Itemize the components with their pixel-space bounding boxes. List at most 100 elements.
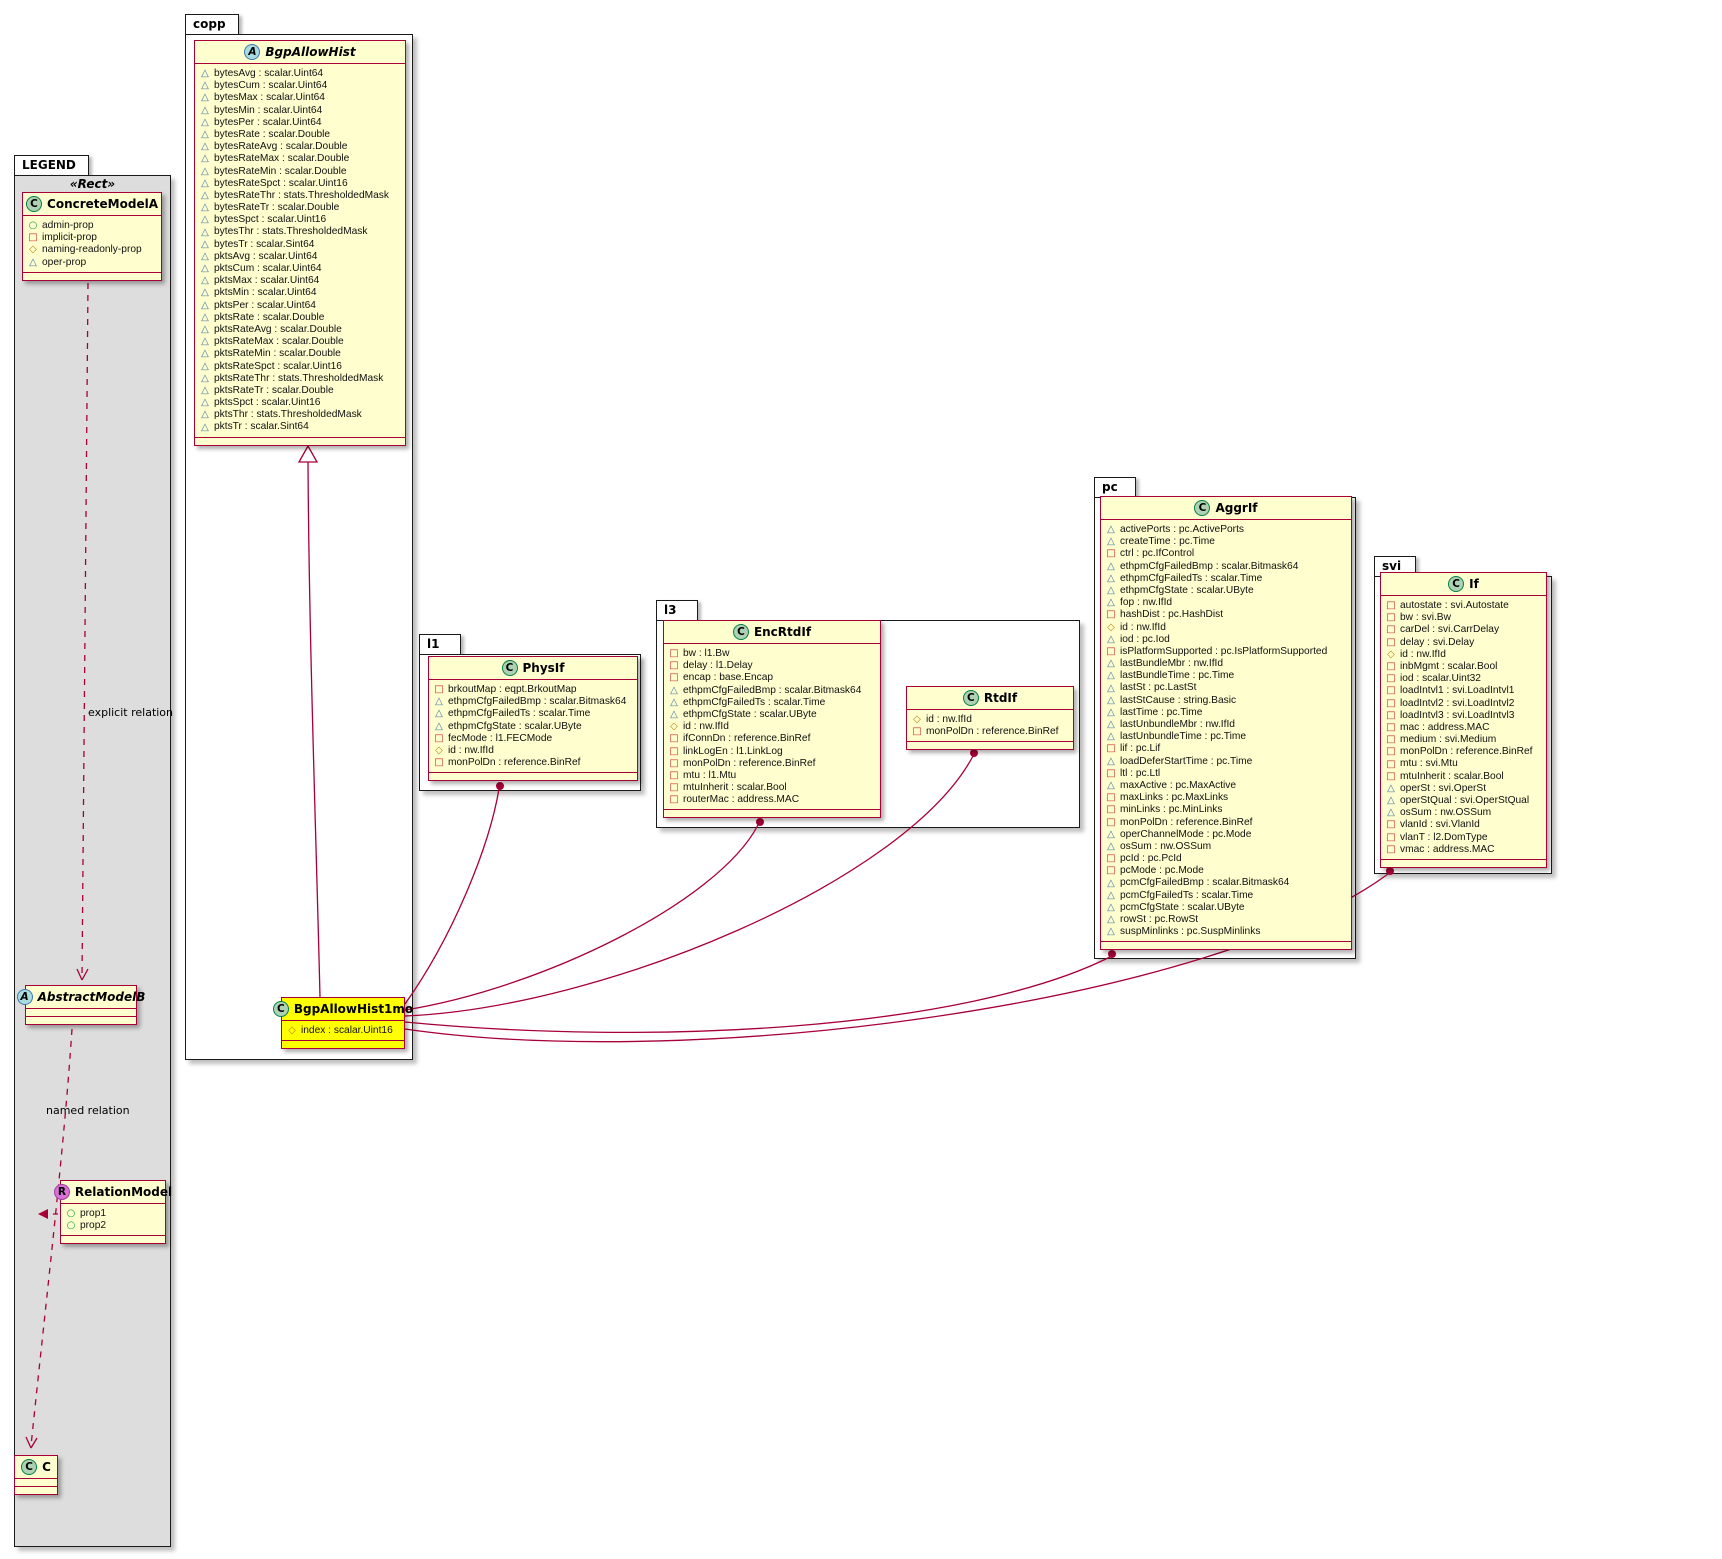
implicit-square-icon: □ [1106,792,1116,804]
member-text: loadDeferStartTime : pc.Time [1120,755,1253,767]
class-box-physif: C PhysIf □brkoutMap : eqpt.BrkoutMap△eth… [428,656,638,782]
class-member: □delay : svi.Delay [1385,637,1542,649]
class-member: △bytesCum : scalar.Uint64 [199,80,401,92]
member-text: autostate : svi.Autostate [1400,600,1509,611]
class-header: C AggrIf [1101,497,1351,520]
oper-triangle-icon: △ [1107,877,1115,889]
member-text: ethpmCfgFailedBmp : scalar.Bitmask64 [683,684,862,696]
class-header: C EncRtdIf [664,621,880,644]
naming-diamond-icon: ◇ [1107,621,1115,633]
member-text: prop1 [80,1208,107,1219]
class-spot-icon: R [53,1184,70,1200]
member-text: bytesMin : scalar.Uint64 [214,104,323,116]
oper-triangle-icon: △ [201,141,209,153]
class-member: △lastStCause : string.Basic [1105,695,1347,707]
class-member: △pcmCfgState : scalar.UByte [1105,902,1347,914]
class-member: □fecMode : l1.FECMode [433,733,633,745]
oper-triangle-icon: △ [201,348,209,360]
class-member: △ethpmCfgFailedTs : scalar.Time [668,697,876,709]
implicit-square-icon: □ [1386,709,1396,721]
class-member: △bytesRateThr : stats.ThresholdedMask [199,190,401,202]
oper-triangle-icon: △ [201,165,209,177]
implicit-square-icon: □ [1106,816,1116,828]
member-text: hashDist : pc.HashDist [1120,609,1224,621]
member-text: pktsAvg : scalar.Uint64 [214,250,318,262]
member-text: medium : svi.Medium [1400,734,1497,746]
member-text: pcMode : pc.Mode [1120,865,1204,877]
class-spot-icon: C [501,660,518,676]
member-text: delay : svi.Delay [1400,636,1475,648]
class-members: △activePorts : pc.ActivePorts△createTime… [1101,520,1351,943]
member-text: osSum : nw.OSSum [1400,807,1492,819]
class-member: △bytesRateMin : scalar.Double [199,166,401,178]
class-name: PhysIf [522,661,565,675]
package-legend: LEGEND [14,155,171,1547]
class-member: ○prop1 [65,1208,161,1220]
member-text: ethpmCfgState : scalar.UByte [683,708,817,720]
class-member: □brkoutMap : eqpt.BrkoutMap [433,684,633,696]
member-text: minLinks : pc.MinLinks [1120,804,1223,816]
implicit-square-icon: □ [1106,853,1116,865]
class-members [15,1479,57,1487]
class-member: △lastSt : pc.LastSt [1105,682,1347,694]
member-text: brkoutMap : eqpt.BrkoutMap [448,684,577,695]
member-text: bytesAvg : scalar.Uint64 [214,68,324,79]
member-text: ethpmCfgState : scalar.UByte [448,720,582,732]
class-methods-compartment [429,773,637,780]
member-text: lastBundleTime : pc.Time [1120,670,1235,682]
implicit-square-icon: □ [1386,600,1396,612]
oper-triangle-icon: △ [201,287,209,299]
implicit-square-icon: □ [1106,804,1116,816]
class-members [26,1009,136,1017]
class-member: □ctrl : pc.IfControl [1105,548,1347,560]
class-box-svi-if: C If □autostate : svi.Autostate□bw : svi… [1380,572,1547,868]
implicit-square-icon: □ [1386,831,1396,843]
class-member: △oper-prop [27,257,157,269]
member-text: iod : scalar.Uint32 [1400,673,1481,685]
class-member: △lastBundleTime : pc.Time [1105,670,1347,682]
member-text: pktsRateMax : scalar.Double [214,336,344,348]
class-member: △pcmCfgFailedTs : scalar.Time [1105,890,1347,902]
class-member: □monPolDn : reference.BinRef [1105,817,1347,829]
implicit-square-icon: □ [669,782,679,794]
oper-triangle-icon: △ [201,177,209,189]
class-member: □mtu : l1.Mtu [668,770,876,782]
package-body-legend [14,175,171,1547]
member-text: linkLogEn : l1.LinkLog [683,745,783,757]
oper-triangle-icon: △ [1107,840,1115,852]
class-members: ◇id : nw.IfId□monPolDn : reference.BinRe… [907,710,1073,743]
class-member: □ifConnDn : reference.BinRef [668,733,876,745]
member-text: vlanId : svi.VlanId [1400,819,1480,831]
class-member: △ethpmCfgFailedTs : scalar.Time [1105,573,1347,585]
member-text: pktsRateMin : scalar.Double [214,348,341,360]
member-text: delay : l1.Delay [683,660,753,672]
oper-triangle-icon: △ [1107,731,1115,743]
class-member: △bytesPer : scalar.Uint64 [199,117,401,129]
member-text: ifConnDn : reference.BinRef [683,733,811,745]
member-text: suspMinlinks : pc.SuspMinlinks [1120,926,1261,938]
oper-triangle-icon: △ [201,189,209,201]
member-text: ethpmCfgFailedBmp : scalar.Bitmask64 [448,696,627,708]
class-member: △ethpmCfgState : scalar.UByte [1105,585,1347,597]
class-member: □iod : scalar.Uint32 [1385,673,1542,685]
oper-triangle-icon: △ [1107,536,1115,548]
naming-diamond-icon: ◇ [1387,648,1395,660]
class-member: △pktsRateTr : scalar.Double [199,385,401,397]
implicit-square-icon: □ [669,745,679,757]
class-member: □mtuInherit : scalar.Bool [668,782,876,794]
member-text: id : nw.IfId [926,714,972,725]
class-methods-compartment [907,742,1073,749]
class-member: □ linkLogEn : l1.LinkLog [668,746,876,758]
oper-triangle-icon: △ [1107,597,1115,609]
member-text: operStQual : svi.OperStQual [1400,795,1530,806]
class-member: △fop : nw.IfId [1105,597,1347,609]
oper-triangle-icon: △ [201,263,209,275]
oper-triangle-icon: △ [1107,780,1115,792]
class-member: △pktsRate : scalar.Double [199,312,401,324]
class-spot-icon: C [1194,500,1211,516]
class-header: A BgpAllowHist [195,41,405,64]
member-text: pcmCfgFailedTs : scalar.Time [1120,889,1254,901]
class-member: □inbMgmt : scalar.Bool [1385,661,1542,673]
class-member: □carDel : svi.CarrDelay [1385,624,1542,636]
oper-triangle-icon: △ [201,202,209,214]
